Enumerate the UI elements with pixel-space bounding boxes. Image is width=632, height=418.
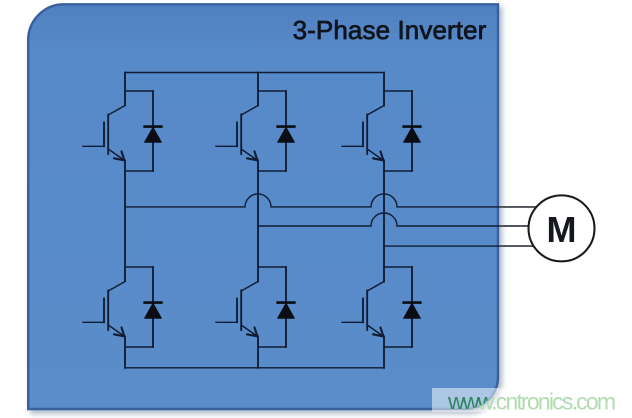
svg-text:M: M bbox=[547, 209, 577, 250]
svg-text:www.cntronics.com: www.cntronics.com bbox=[447, 389, 615, 415]
svg-text:3-Phase Inverter: 3-Phase Inverter bbox=[293, 15, 487, 45]
